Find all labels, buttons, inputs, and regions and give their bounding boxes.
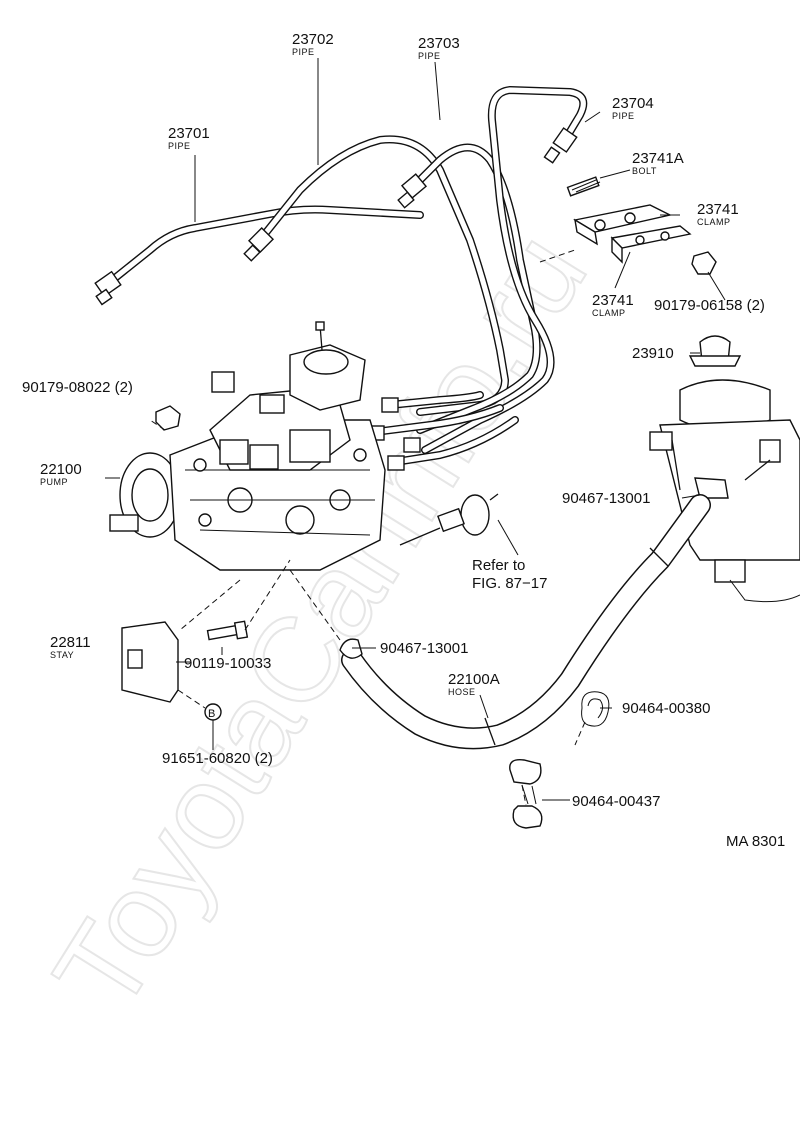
reference-note: Refer to FIG. 87−17	[472, 557, 547, 592]
label-23703: 23703 PIPE	[418, 35, 460, 61]
label-90464-00380: 90464-00380	[622, 700, 710, 717]
label-23701: 23701 PIPE	[168, 125, 210, 151]
leader-lines	[105, 58, 726, 806]
label-22100A: 22100A HOSE	[448, 671, 500, 697]
part-number: 90119-10033	[184, 655, 271, 672]
part-number: 23701	[168, 125, 210, 142]
pipe-23703	[397, 143, 541, 434]
part-number: 22811	[50, 634, 91, 651]
label-22811: 22811 STAY	[50, 634, 91, 660]
reference-line-2: FIG. 87−17	[472, 575, 547, 592]
bolt-marker-b: B	[204, 703, 222, 721]
nut-90179-06158	[691, 251, 717, 275]
label-23702: 23702 PIPE	[292, 31, 334, 57]
vacuum-actuator	[399, 493, 499, 546]
label-22100: 22100 PUMP	[40, 461, 82, 487]
nut-90179-08022	[155, 405, 181, 431]
part-name: PUMP	[40, 477, 68, 487]
bolt-23741a	[566, 176, 601, 197]
clip-90464-00380	[581, 691, 610, 727]
label-90179-08022: 90179-08022 (2)	[22, 379, 133, 396]
part-number: 90467-13001	[380, 640, 468, 657]
label-23704: 23704 PIPE	[612, 95, 654, 121]
part-number: 23741	[592, 292, 634, 309]
pipe-23701	[94, 205, 424, 306]
bolt-90119-10033	[206, 620, 249, 641]
label-23741-clamp-lower: 23741 CLAMP	[592, 292, 634, 318]
bolt-marker-label: B	[208, 708, 215, 720]
label-90467-13001-lower: 90467-13001	[380, 640, 468, 657]
part-name: HOSE	[448, 687, 476, 697]
label-23741-clamp-upper: 23741 CLAMP	[697, 201, 739, 227]
part-number: 90464-00380	[622, 700, 710, 717]
part-number: 23702	[292, 31, 334, 48]
part-number: 90179-08022 (2)	[22, 379, 133, 396]
part-number: 22100	[40, 461, 82, 478]
label-90464-00437: 90464-00437	[572, 793, 660, 810]
part-name: CLAMP	[592, 308, 626, 318]
part-number: 90464-00437	[572, 793, 660, 810]
part-number: 23741A	[632, 150, 684, 167]
pipe-23702	[243, 135, 509, 416]
label-90119-10033: 90119-10033	[184, 655, 271, 672]
part-number: 91651-60820 (2)	[162, 750, 273, 767]
part-name: PIPE	[292, 47, 315, 57]
part-name: CLAMP	[697, 217, 731, 227]
clip-90467-13001-lower	[339, 638, 363, 659]
part-number: 23910	[632, 345, 674, 362]
part-name: STAY	[50, 650, 74, 660]
label-90179-06158: 90179-06158 (2)	[654, 297, 765, 314]
clip-90464-00437	[509, 759, 543, 829]
part-number: 22100A	[448, 671, 500, 688]
label-23910: 23910	[632, 345, 674, 362]
part-number: 23703	[418, 35, 460, 52]
injection-pump	[109, 321, 386, 571]
part-number: 23741	[697, 201, 739, 218]
fuel-filter-assembly	[649, 335, 800, 603]
figure-code: MA 8301	[726, 833, 785, 850]
clamp-23741-lower	[610, 225, 692, 264]
part-number: 90467-13001	[562, 490, 650, 507]
part-name: PIPE	[168, 141, 191, 151]
part-name: PIPE	[612, 111, 635, 121]
part-number: 23704	[612, 95, 654, 112]
reference-line-1: Refer to	[472, 557, 525, 574]
stay-22811	[121, 621, 179, 703]
label-23741a-bolt: 23741A BOLT	[632, 150, 684, 176]
part-number: 90179-06158 (2)	[654, 297, 765, 314]
part-name: BOLT	[632, 166, 657, 176]
label-91651-60820: 91651-60820 (2)	[162, 750, 273, 767]
label-90467-13001-upper: 90467-13001	[562, 490, 650, 507]
fuel-hose	[341, 494, 711, 750]
pipe-23704	[421, 86, 588, 454]
part-name: PIPE	[418, 51, 441, 61]
